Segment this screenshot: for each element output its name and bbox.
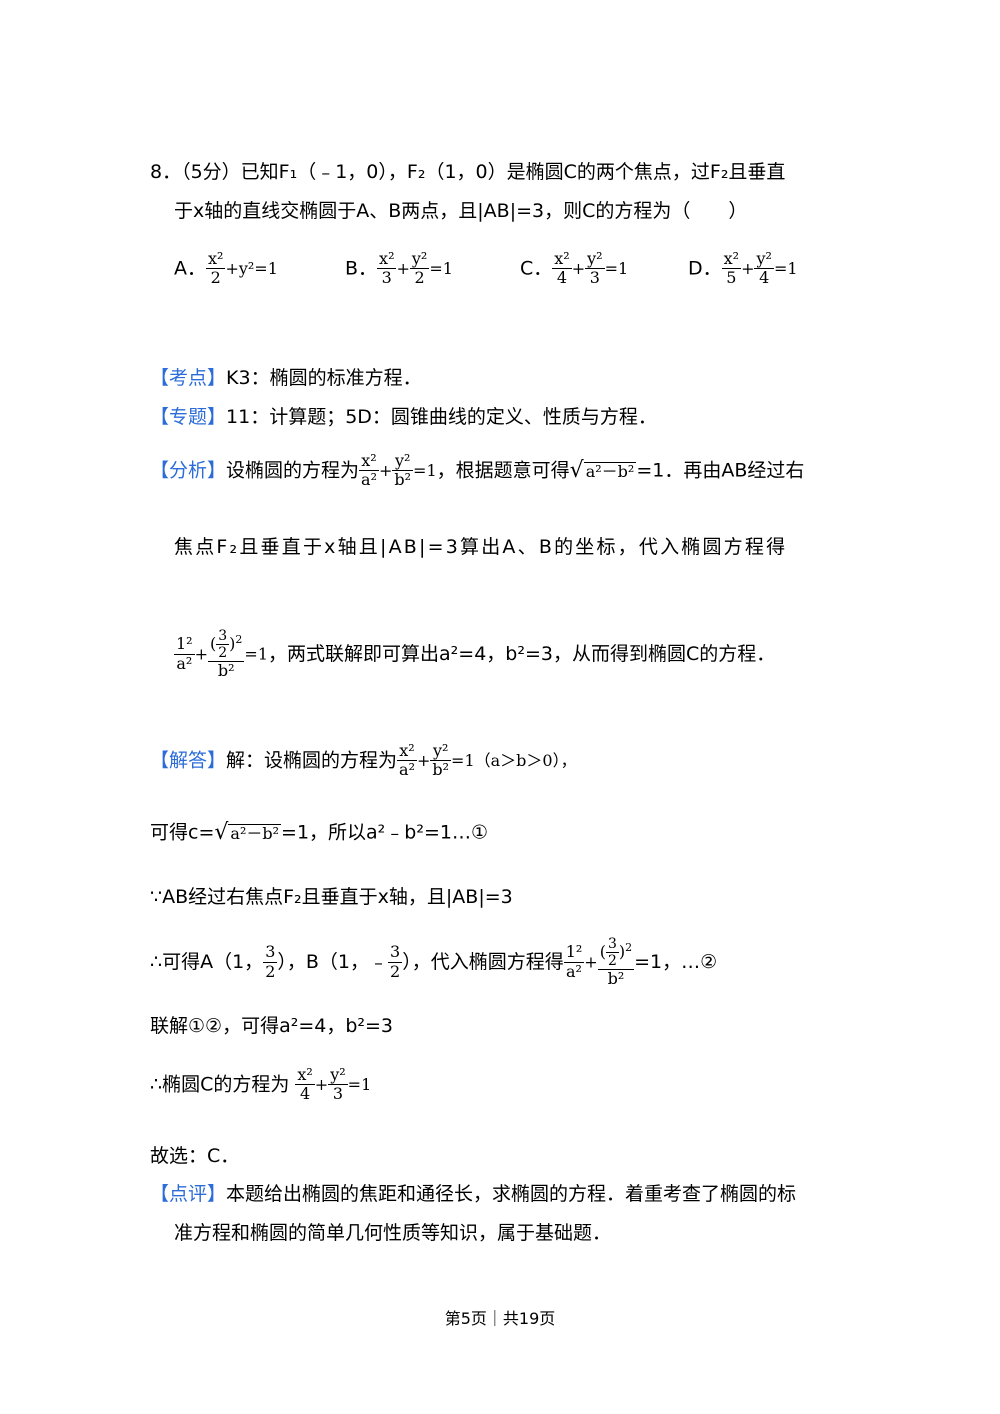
jieda-line-5: 联解①②，可得a²=4，b²=3: [150, 1015, 394, 1037]
question-line-1: 8．（5分）已知F₁（﹣1，0），F₂（1，0）是椭圆C的两个焦点，过F₂且垂直: [150, 161, 786, 183]
fenxi-text: ，两式联解即可算出a²=4，b²=3，从而得到椭圆C的方程．: [268, 642, 776, 665]
fenxi-line-2: 焦点F₂且垂直于x轴且|AB|=3算出A、B的坐标，代入椭圆方程得: [174, 536, 788, 558]
dianping-line-2: 准方程和椭圆的简单几何性质等知识，属于基础题．: [174, 1222, 612, 1244]
fenxi-text: 设椭圆的方程为: [226, 459, 360, 482]
jieda-line-7: 故选：C．: [150, 1145, 240, 1167]
kaodian-text: K3：椭圆的标准方程．: [226, 367, 422, 389]
jieda-text: 解：设椭圆的方程为: [226, 749, 398, 772]
square-root: √a²－b²: [214, 820, 282, 845]
option-c-label: C．: [520, 257, 553, 280]
dianping-line-1: 【点评】本题给出椭圆的焦距和通径长，求椭圆的方程．着重考查了椭圆的标: [150, 1185, 796, 1204]
zhuanti-text: 11：计算题；5D：圆锥曲线的定义、性质与方程．: [226, 406, 657, 428]
zhuanti-line: 【专题】11：计算题；5D：圆锥曲线的定义、性质与方程．: [150, 408, 657, 427]
dianping-text: 本题给出椭圆的焦距和通径长，求椭圆的方程．着重考查了椭圆的标: [226, 1183, 797, 1205]
fenxi-text: =1．再由AB经过右: [636, 459, 805, 482]
square-root: √a²－b²: [569, 457, 637, 483]
jieda-line-2: 可得c=√a²－b²=1，所以a²﹣b²=1…①: [150, 820, 489, 845]
fenxi-tag: 【分析】: [150, 459, 227, 482]
jieda-line-3: ∵AB经过右焦点F₂且垂直于x轴，且|AB|=3: [150, 886, 513, 908]
jieda-tag: 【解答】: [150, 749, 227, 772]
option-d-label: D．: [688, 257, 722, 280]
question-line-2: 于x轴的直线交椭圆于A、B两点，且|AB|=3，则C的方程为（ ）: [174, 200, 748, 222]
option-a-label: A．: [174, 257, 206, 280]
dianping-tag: 【点评】: [150, 1183, 227, 1205]
kaodian-line: 【考点】K3：椭圆的标准方程．: [150, 369, 422, 388]
page-footer: 第5页｜共19页: [444, 1309, 556, 1328]
option-b-label: B．: [345, 257, 378, 280]
kaodian-tag: 【考点】: [150, 367, 227, 389]
zhuanti-tag: 【专题】: [150, 406, 227, 428]
fenxi-text: ，根据题意可得: [436, 459, 570, 482]
